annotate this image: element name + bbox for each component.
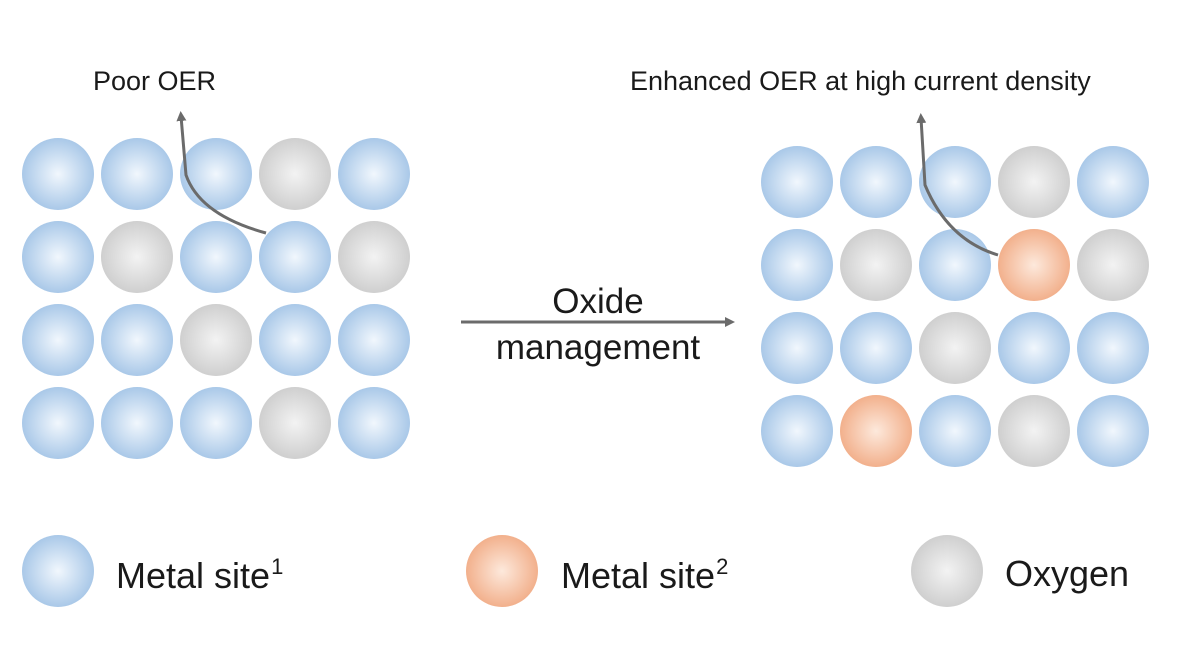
legend-metal-site-1-text: Metal site: [116, 555, 271, 596]
metal-site-1-atom: [1077, 395, 1149, 467]
poor-oer-label: Poor OER: [93, 66, 217, 96]
metal-site-1-atom: [1077, 312, 1149, 384]
legend-metal-site-2-sup: 2: [716, 554, 729, 579]
metal-site-1-atom: [22, 304, 94, 376]
oxygen-atom: [919, 312, 991, 384]
legend-oxygen-text: Oxygen: [1005, 553, 1130, 594]
metal-site-1-atom: [919, 146, 991, 218]
oxygen-atom: [840, 229, 912, 301]
lattice-before: [22, 138, 410, 459]
legend-metal-site-2: Metal site2: [561, 556, 728, 594]
legend-metal-site-1: Metal site1: [116, 556, 283, 594]
metal-site-1-atom: [919, 395, 991, 467]
oxygen-atom: [180, 304, 252, 376]
oxygen-atom: [259, 387, 331, 459]
oxygen-atom: [338, 221, 410, 293]
metal-site-1-atom: [22, 387, 94, 459]
metal-site-1-atom: [101, 304, 173, 376]
process-label-line1: Oxide: [552, 282, 644, 321]
metal-site-1-atom: [22, 535, 94, 607]
metal-site-1-atom: [180, 138, 252, 210]
metal-site-2-atom: [998, 229, 1070, 301]
metal-site-1-atom: [840, 146, 912, 218]
right-pathway-arrow: [916, 113, 999, 257]
metal-site-1-atom: [761, 395, 833, 467]
legend-metal-site-1-sup: 1: [271, 554, 284, 579]
process-label-line2: management: [495, 328, 701, 367]
metal-site-1-atom: [338, 138, 410, 210]
metal-site-1-atom: [761, 312, 833, 384]
legend-oxygen: Oxygen: [1005, 556, 1129, 592]
lattice-after: [761, 146, 1149, 467]
metal-site-2-atom: [840, 395, 912, 467]
metal-site-2-atom: [466, 535, 538, 607]
left-pathway-arrow: [176, 111, 267, 235]
legend-metal-site-2-text: Metal site: [561, 555, 716, 596]
metal-site-1-atom: [840, 312, 912, 384]
process-label: Oxide management: [462, 279, 734, 371]
metal-site-1-atom: [761, 146, 833, 218]
metal-site-1-atom: [259, 221, 331, 293]
oxygen-atom: [101, 221, 173, 293]
metal-site-1-atom: [761, 229, 833, 301]
metal-site-1-atom: [180, 387, 252, 459]
metal-site-1-atom: [101, 387, 173, 459]
enhanced-oer-label: Enhanced OER at high current density: [630, 66, 1091, 96]
metal-site-1-atom: [22, 138, 94, 210]
metal-site-1-atom: [22, 221, 94, 293]
legend-icons: [22, 535, 983, 607]
metal-site-1-atom: [998, 312, 1070, 384]
metal-site-1-atom: [180, 221, 252, 293]
oxygen-atom: [998, 146, 1070, 218]
oxygen-atom: [911, 535, 983, 607]
metal-site-1-atom: [338, 387, 410, 459]
metal-site-1-atom: [101, 138, 173, 210]
oxygen-atom: [998, 395, 1070, 467]
oxygen-atom: [259, 138, 331, 210]
metal-site-1-atom: [919, 229, 991, 301]
metal-site-1-atom: [259, 304, 331, 376]
metal-site-1-atom: [1077, 146, 1149, 218]
metal-site-1-atom: [338, 304, 410, 376]
oxygen-atom: [1077, 229, 1149, 301]
